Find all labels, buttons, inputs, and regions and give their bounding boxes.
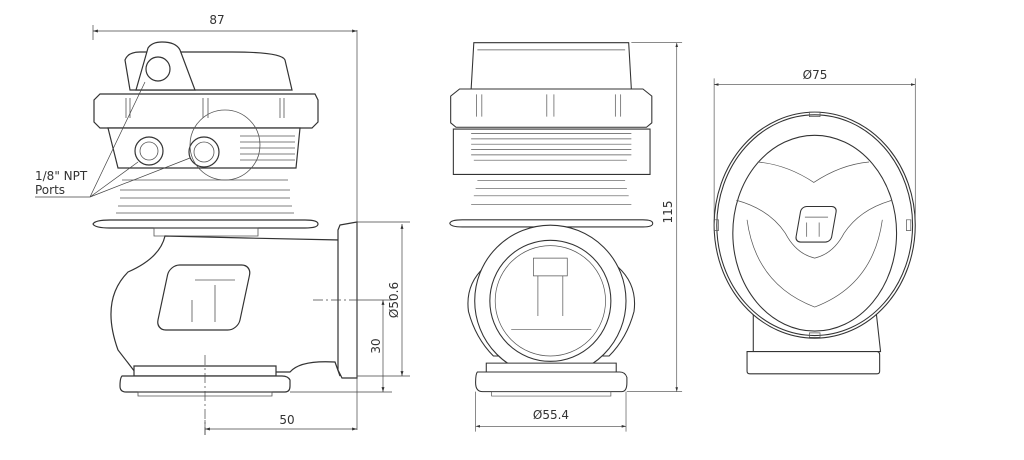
width-dimension-87: 87: [209, 13, 224, 27]
top-view: [713, 111, 916, 375]
top-view-dimension-lines: [713, 78, 916, 223]
front-view: [449, 42, 654, 397]
side-view-dimensions: 87 50 30 Ø50.6 1/8" NPT Ports: [35, 13, 410, 435]
total-height-dimension-115: 115: [661, 201, 675, 224]
offset-dimension-50: 50: [279, 413, 294, 427]
base-diameter-dimension: Ø55.4: [533, 408, 569, 422]
outlet-dimension: Ø50.6: [387, 282, 401, 318]
side-view: [35, 41, 358, 435]
front-view-dimensions: 115 Ø55.4: [533, 201, 675, 422]
height-dimension-30: 30: [369, 338, 383, 353]
top-view-dimensions: Ø75: [803, 68, 828, 82]
port-label-line1: 1/8" NPT: [35, 169, 88, 183]
top-diameter-dimension: Ø75: [803, 68, 828, 82]
front-view-dimension-lines: [475, 42, 683, 432]
port-label-line2: Ports: [35, 183, 65, 197]
